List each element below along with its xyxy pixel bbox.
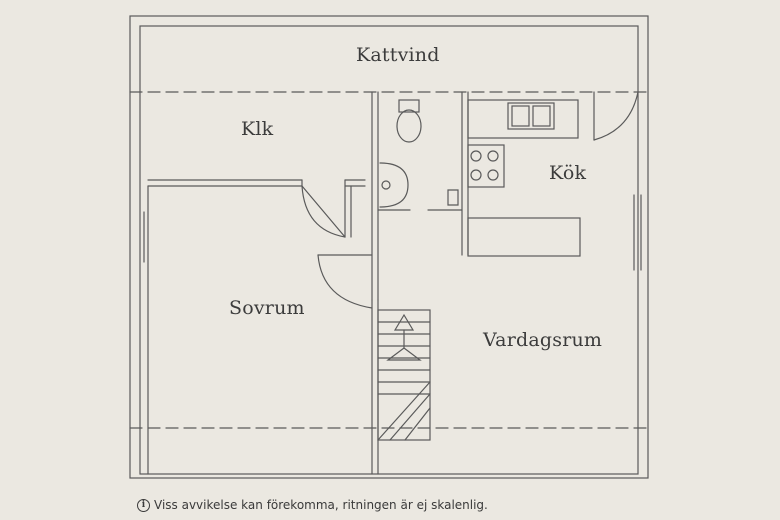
bedroom-wall	[147, 179, 379, 475]
room-label-sovrum: Sovrum	[229, 297, 305, 319]
windows	[143, 194, 642, 271]
staircase	[377, 309, 431, 441]
doors	[301, 91, 639, 309]
room-label-vardagsrum: Vardagsrum	[483, 329, 603, 351]
disclaimer: i Viss avvikelse kan förekomma, ritninge…	[137, 498, 488, 512]
interior-walls	[371, 91, 469, 301]
knee-wall-lines	[129, 91, 649, 429]
disclaimer-text: Viss avvikelse kan förekomma, ritningen …	[154, 498, 488, 512]
info-circle-icon: i	[137, 498, 150, 512]
outer-walls	[129, 15, 649, 479]
room-label-kattvind: Kattvind	[356, 44, 440, 66]
room-label-klk: Klk	[241, 118, 274, 140]
kitchen	[467, 99, 581, 257]
room-label-kok: Kök	[549, 162, 587, 184]
bathroom-fixtures	[379, 99, 459, 208]
